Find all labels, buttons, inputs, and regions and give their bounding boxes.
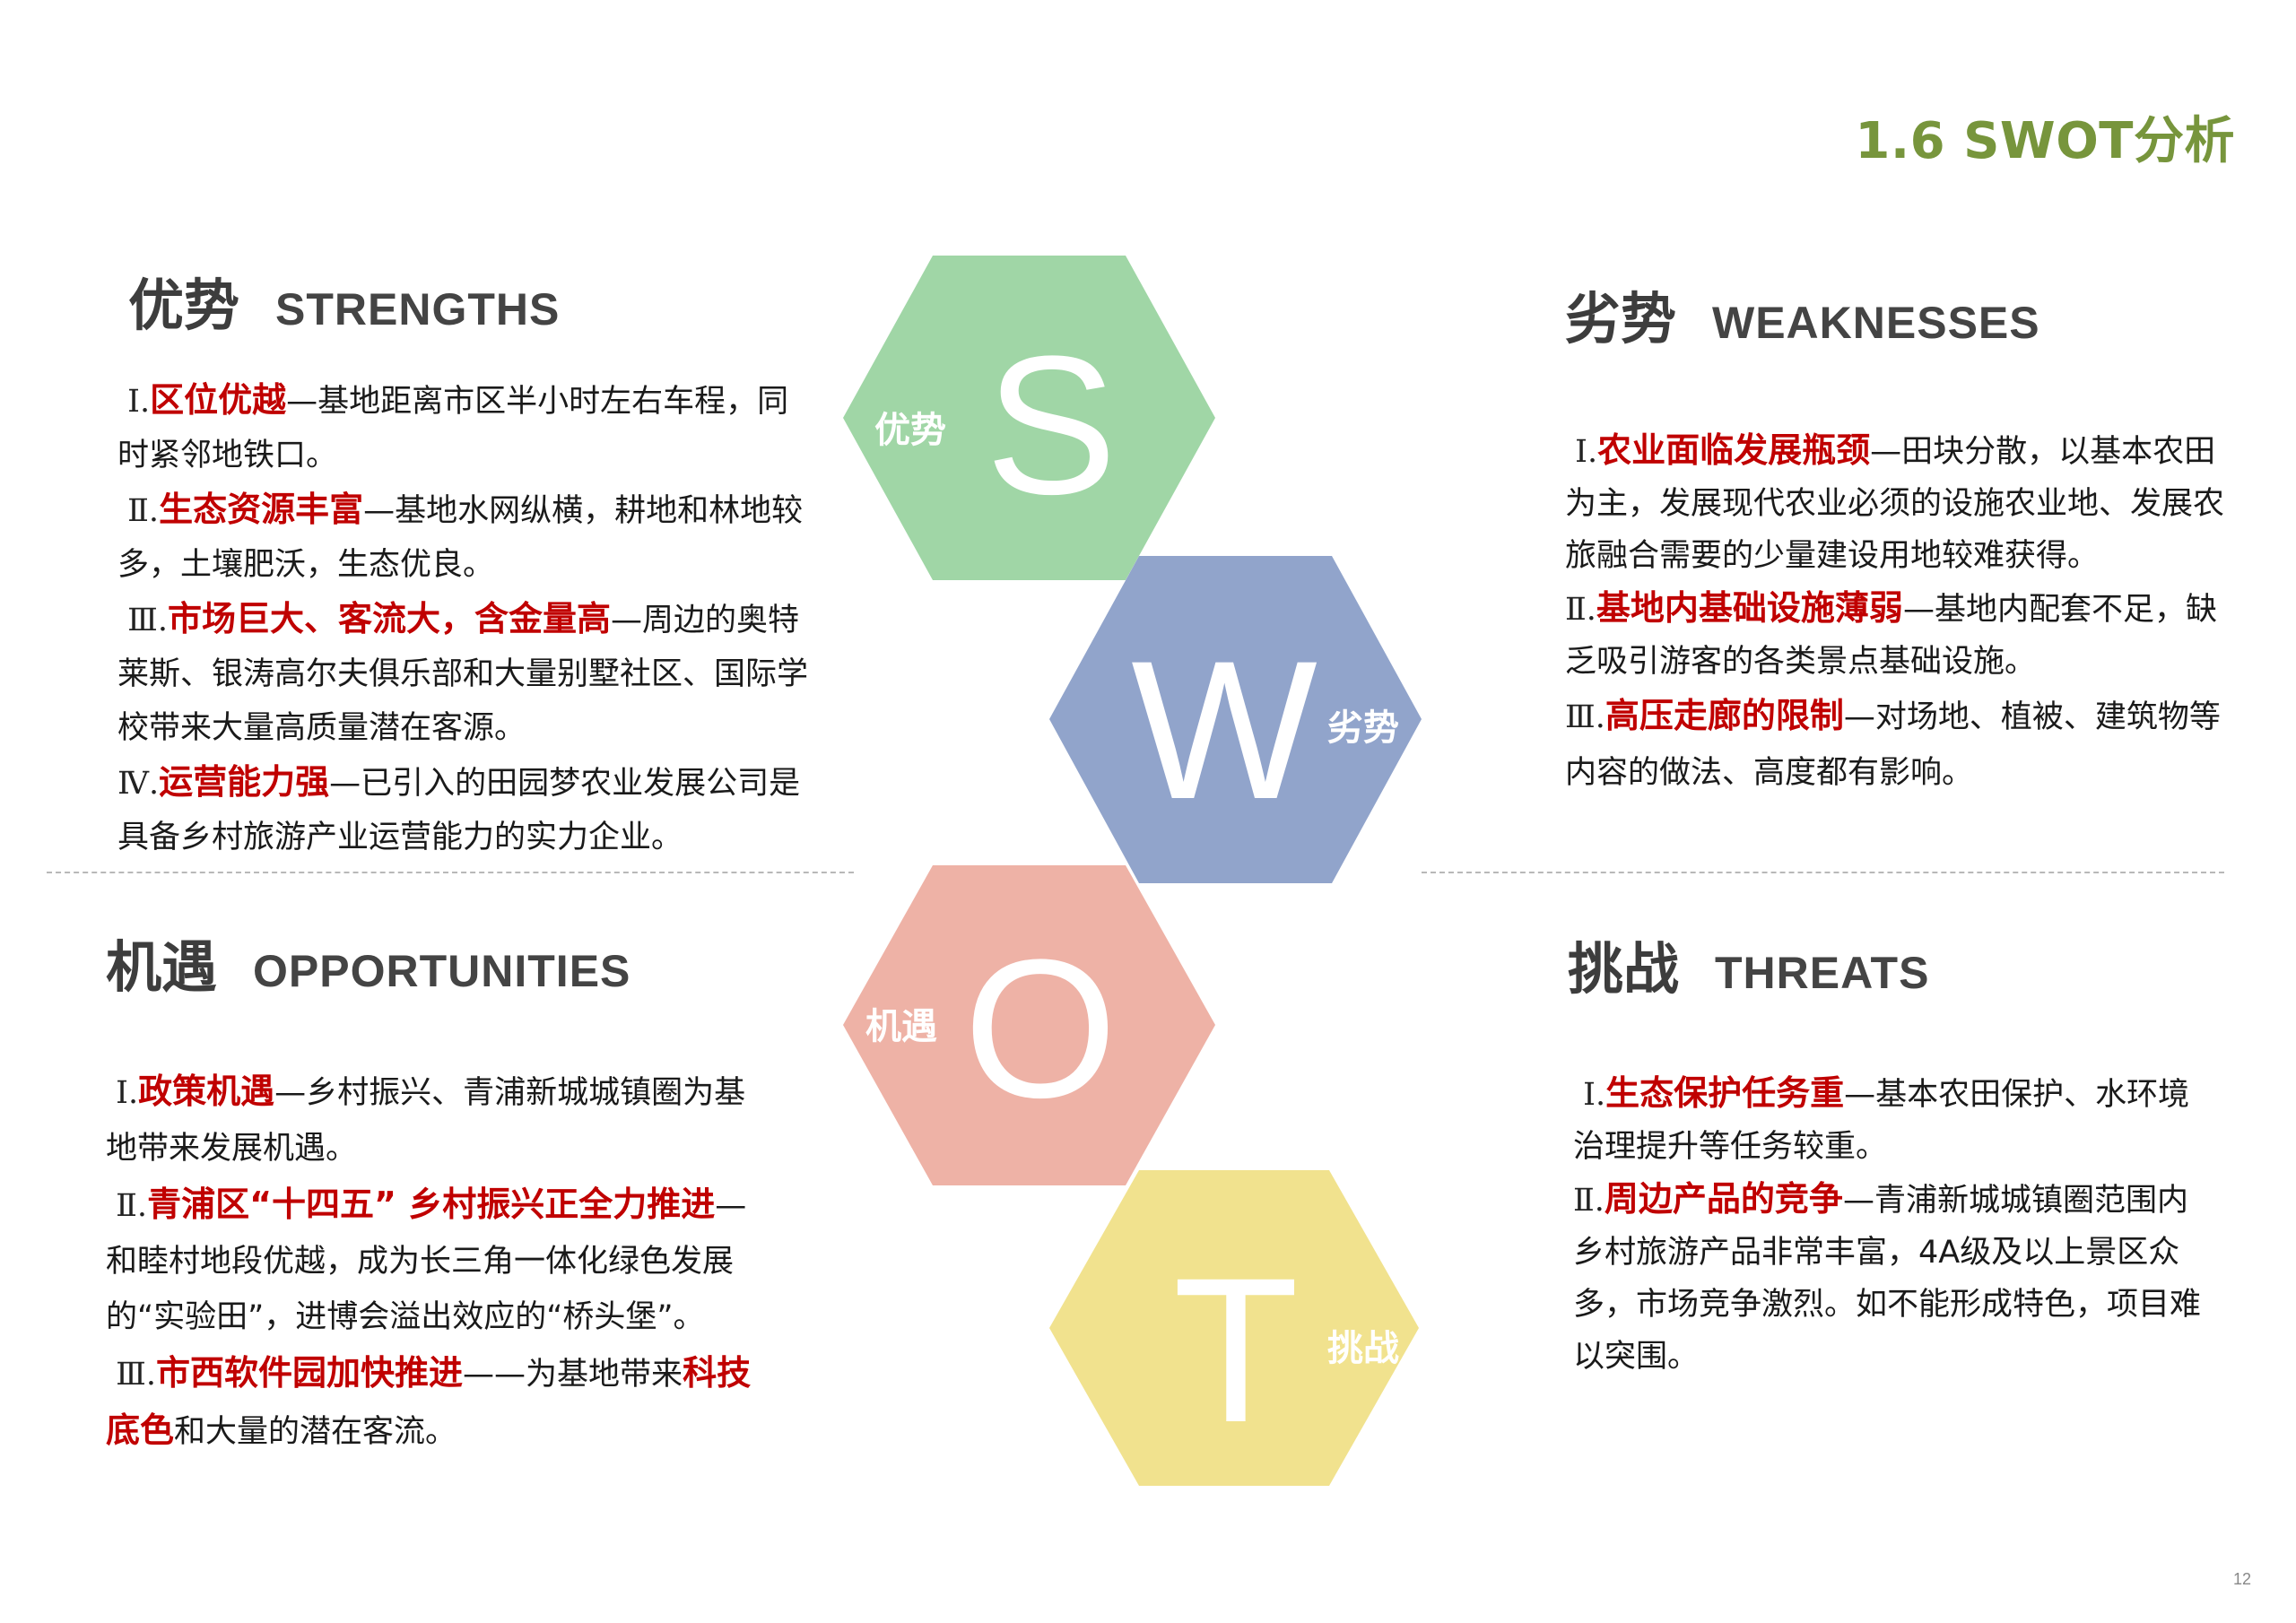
weaknesses-list: Ⅰ.农业面临发展瓶颈—田块分散，以基本农田为主，发展现代农业必须的设施农业地、发…: [1565, 424, 2229, 801]
page-number: 12: [2232, 1570, 2251, 1588]
hexagon-o-letter: O: [963, 918, 1117, 1139]
threat-highlight: 周边产品的竞争: [1604, 1179, 1843, 1219]
opportunities-heading: 机遇 OPPORTUNITIES: [106, 922, 770, 1002]
threats-list: Ⅰ.生态保护任务重—基本农田保护、水环境治理提升等任务较重。 Ⅱ.周边产品的竞争…: [1573, 1067, 2213, 1383]
threats-title-cn: 挑战: [1568, 936, 1680, 1002]
weaknesses-title-en: WEAKNESSES: [1712, 298, 2040, 348]
hexagon-s-label: 优势: [874, 410, 946, 451]
weaknesses-heading: 劣势 WEAKNESSES: [1565, 273, 2229, 354]
weakness-highlight: 基地内基础设施薄弱: [1596, 588, 1903, 628]
hexagon-o-label: 机遇: [865, 1006, 937, 1047]
hexagon-w: W 劣势: [1049, 556, 1422, 883]
weakness-highlight: 农业面临发展瓶颈: [1597, 430, 1871, 470]
strengths-list: Ⅰ.区位优越—基地距离市区半小时左右车程，同时紧邻地铁口。 Ⅱ.生态资源丰富—基…: [117, 373, 810, 864]
strength-item: Ⅱ.生态资源丰富—基地水网纵横，耕地和林地较多，土壤肥沃，生态优良。: [117, 490, 804, 583]
hexagon-s-letter: S: [986, 315, 1118, 535]
strengths-section: 优势 STRENGTHS Ⅰ.区位优越—基地距离市区半小时左右车程，同时紧邻地铁…: [117, 260, 810, 864]
opportunity-highlight: 政策机遇: [138, 1072, 275, 1111]
threat-item: Ⅱ.周边产品的竞争—青浦新城城镇圈范围内乡村旅游产品非常丰富，4A级及以上景区众…: [1573, 1179, 2202, 1375]
hexagon-s-shape: [843, 256, 1215, 580]
strength-item: Ⅲ.市场巨大、客流大，含金量高—周边的奥特莱斯、银涛高尔夫俱乐部和大量别墅社区、…: [117, 599, 809, 746]
threat-item: Ⅰ.生态保护任务重—基本农田保护、水环境治理提升等任务较重。: [1573, 1073, 2190, 1165]
weaknesses-title-cn: 劣势: [1565, 286, 1677, 352]
opportunity-item: Ⅲ.市西软件园加快推进——为基地带来科技底色和大量的潜在客流。: [106, 1353, 752, 1450]
weakness-item: Ⅱ.基地内基础设施薄弱—基地内配套不足，缺乏吸引游客的各类景点基础设施。: [1565, 588, 2217, 680]
left-divider: [47, 872, 854, 873]
hexagon-t-letter: T: [1173, 1235, 1300, 1465]
strengths-title-en: STRENGTHS: [275, 284, 561, 334]
opportunities-title-en: OPPORTUNITIES: [253, 946, 631, 996]
opportunity-item: Ⅰ.政策机遇—乡村振兴、青浦新城城镇圈为基地带来发展机遇。: [106, 1072, 746, 1167]
weakness-item: Ⅲ.高压走廊的限制—对场地、植被、建筑物等内容的做法、高度都有影响。: [1565, 696, 2221, 791]
threat-highlight: 生态保护任务重: [1605, 1073, 1845, 1113]
hexagon-t-shape: [1049, 1170, 1419, 1486]
weakness-highlight: 高压走廊的限制: [1605, 696, 1844, 735]
hexagon-t: T 挑战: [1049, 1170, 1419, 1486]
threats-heading: 挑战 THREATS: [1568, 924, 2213, 1004]
opportunity-highlight-secondary: 科技底色: [106, 1353, 752, 1450]
opportunity-item: Ⅱ.青浦区“十四五” 乡村振兴正全力推进—和睦村地段优越，成为长三角一体化绿色发…: [106, 1185, 747, 1335]
opportunity-highlight: 青浦区“十四五” 乡村振兴正全力推进: [147, 1185, 716, 1224]
strength-highlight: 运营能力强: [159, 762, 330, 802]
strength-highlight: 市场巨大、客流大，含金量高: [168, 599, 612, 638]
strength-highlight: 生态资源丰富: [159, 490, 364, 529]
right-divider: [1422, 872, 2224, 873]
strengths-heading: 优势 STRENGTHS: [128, 260, 810, 341]
weaknesses-section: 劣势 WEAKNESSES Ⅰ.农业面临发展瓶颈—田块分散，以基本农田为主，发展…: [1565, 273, 2229, 801]
opportunities-section: 机遇 OPPORTUNITIES Ⅰ.政策机遇—乡村振兴、青浦新城城镇圈为基地带…: [106, 922, 770, 1460]
opportunity-highlight: 市西软件园加快推进: [156, 1353, 464, 1393]
strength-item: Ⅳ.运营能力强—已引入的田园梦农业发展公司是具备乡村旅游产业运营能力的实力企业。: [117, 762, 801, 855]
hexagon-w-letter: W: [1131, 620, 1318, 840]
page-title: 1.6 SWOT分析: [1855, 112, 2235, 170]
threats-title-en: THREATS: [1715, 948, 1930, 998]
hexagon-o: O 机遇: [843, 865, 1215, 1185]
opportunities-list: Ⅰ.政策机遇—乡村振兴、青浦新城城镇圈为基地带来发展机遇。 Ⅱ.青浦区“十四五”…: [106, 1063, 770, 1460]
hexagon-w-shape: [1049, 556, 1422, 883]
hexagon-o-shape: [843, 865, 1215, 1185]
threats-section: 挑战 THREATS Ⅰ.生态保护任务重—基本农田保护、水环境治理提升等任务较重…: [1568, 924, 2213, 1383]
hexagon-s: S 优势: [843, 256, 1215, 580]
strength-highlight: 区位优越: [150, 380, 287, 420]
strength-item: Ⅰ.区位优越—基地距离市区半小时左右车程，同时紧邻地铁口。: [117, 380, 789, 473]
hexagon-t-label: 挑战: [1327, 1328, 1399, 1369]
opportunities-title-cn: 机遇: [106, 934, 218, 1000]
strengths-title-cn: 优势: [128, 273, 240, 338]
weakness-item: Ⅰ.农业面临发展瓶颈—田块分散，以基本农田为主，发展现代农业必须的设施农业地、发…: [1565, 430, 2225, 574]
hexagon-w-label: 劣势: [1327, 707, 1399, 749]
